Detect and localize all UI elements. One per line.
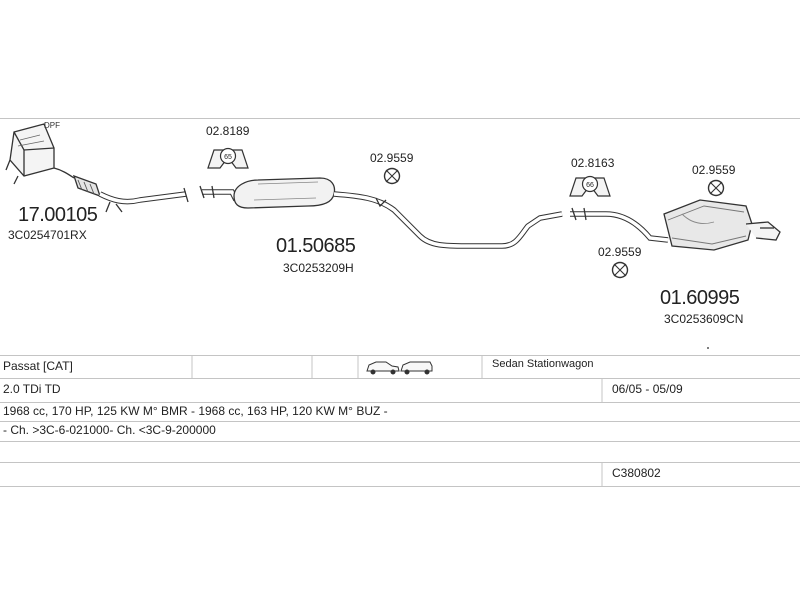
clamp-icon-3 xyxy=(611,261,629,279)
hanger-2-size: 66 xyxy=(586,182,594,189)
part-3-code: 3C0253609CN xyxy=(664,312,744,326)
accessory-clamp-3-number: 02.9559 xyxy=(598,245,642,259)
stationwagon-car-icon xyxy=(400,361,433,375)
part-1-code: 3C0254701RX xyxy=(8,228,87,242)
part-2-number: 01.50685 xyxy=(276,235,356,257)
table-row-empty xyxy=(0,441,800,463)
rubber-hanger-1 xyxy=(207,147,249,169)
rubber-hanger-2 xyxy=(569,175,611,197)
table-row-spec: 1968 cc, 170 HP, 125 KW M° BMR - 1968 cc… xyxy=(0,402,800,422)
rear-silencer xyxy=(570,199,781,251)
table-top-border xyxy=(0,355,800,356)
sedan-car-icon xyxy=(366,361,400,375)
part-2-code: 3C0253209H xyxy=(283,261,354,275)
middle-silencer-pipe xyxy=(199,177,563,249)
engine-spec: 1968 cc, 170 HP, 125 KW M° BMR - 1968 cc… xyxy=(3,404,388,418)
hanger-1-size: 65 xyxy=(224,154,232,161)
accessory-hanger-1-number: 02.8189 xyxy=(206,124,250,138)
model-name: Passat [CAT] xyxy=(3,359,73,373)
dpf-label: DPF xyxy=(44,121,60,130)
accessory-hanger-2-number: 02.8163 xyxy=(571,156,615,170)
body-types: Sedan Stationwagon xyxy=(492,358,594,370)
accessory-clamp-2-number: 02.9559 xyxy=(692,163,736,177)
catalog-code: C380802 xyxy=(612,466,661,480)
part-3-number: 01.60995 xyxy=(660,287,740,309)
marker-dot xyxy=(707,347,709,349)
table-row-catalog: C380802 xyxy=(0,462,800,486)
clamp-icon-1 xyxy=(383,167,401,185)
table-grid xyxy=(191,356,603,486)
bottom-separator xyxy=(0,486,800,487)
clamp-icon-2 xyxy=(707,179,725,197)
engine-name: 2.0 TDi TD xyxy=(3,382,61,396)
top-separator xyxy=(0,118,800,119)
chassis-range: - Ch. >3C-6-021000- Ch. <3C-9-200000 xyxy=(3,423,216,437)
catalytic-converter-dpf xyxy=(5,123,189,213)
part-1-number: 17.00105 xyxy=(18,204,98,226)
accessory-clamp-1-number: 02.9559 xyxy=(370,151,414,165)
table-row-chassis: - Ch. >3C-6-021000- Ch. <3C-9-200000 xyxy=(0,421,800,442)
table-row-model: Passat [CAT] Sedan Stationwagon xyxy=(0,356,800,379)
production-years: 06/05 - 05/09 xyxy=(612,382,683,396)
table-row-engine: 2.0 TDi TD 06/05 - 05/09 xyxy=(0,378,800,403)
